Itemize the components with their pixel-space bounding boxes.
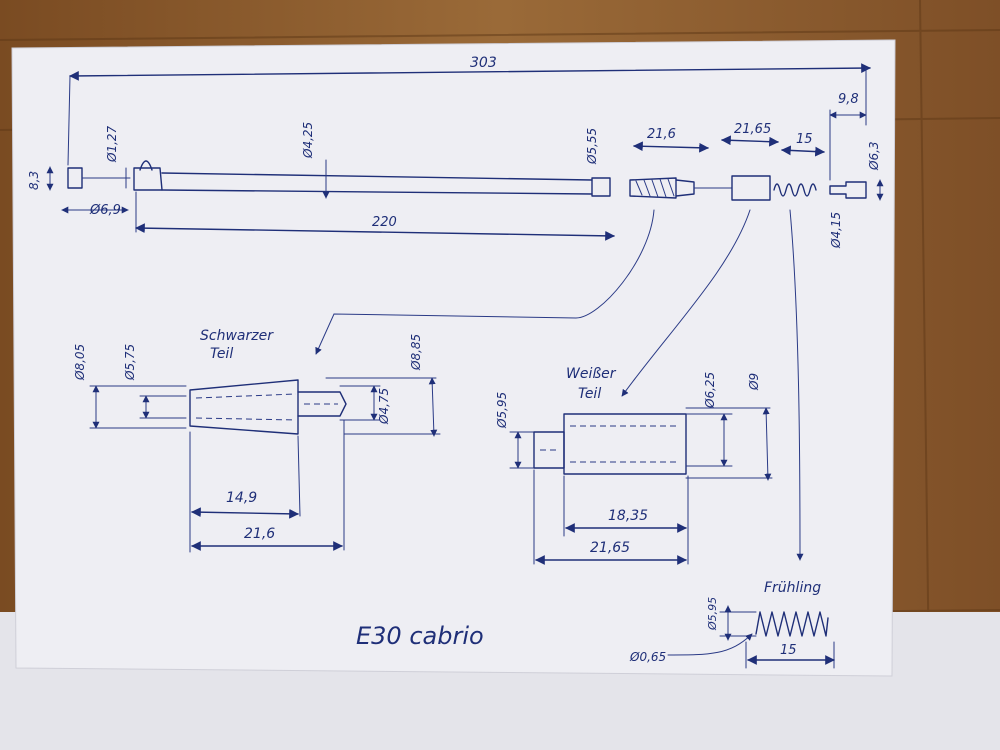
wp-dia-big-text: Ø9 [747, 373, 761, 391]
dim-spring-len-text: 15 [796, 132, 813, 147]
dim-cable-len-line [135, 223, 615, 241]
bp-len-body-line [191, 507, 299, 519]
dim-white-len-line [721, 135, 779, 147]
white-part-detail: Weißer Teil Ø5,95 Ø6,25 Ø9 18,35 21,65 [495, 366, 773, 565]
bp-hidden-bottom [195, 417, 297, 421]
dim-head-dia-text: Ø6,9 [89, 203, 121, 218]
dim-cable-dia-text: Ø4,25 [301, 122, 315, 159]
wp-len-body-text: 18,35 [608, 508, 648, 524]
dim-head-height-text: 8,3 [27, 171, 41, 190]
leader-black-part [315, 209, 655, 355]
wp-body [563, 413, 687, 475]
cable-sleeve [591, 177, 611, 197]
dim-end-small-dia-text: Ø4,15 [829, 212, 843, 249]
bp-body [189, 379, 299, 435]
dim-white-len-text: 21,65 [734, 122, 771, 137]
dim-overall-line [69, 63, 871, 81]
dim-end-dia-text: Ø6,3 [867, 141, 881, 171]
dim-end-len-text: 9,8 [838, 92, 859, 107]
leader-white-part [621, 209, 751, 397]
dim-black-len-text: 21,6 [647, 127, 676, 142]
bp-dia-right-line [428, 377, 438, 437]
dim-overall-ext-left [67, 75, 71, 166]
spring-label: Frühling [764, 580, 821, 596]
spring-wire-leader [667, 633, 753, 656]
bp-len-total-text: 21,6 [244, 526, 275, 542]
black-part-hatch [635, 178, 675, 198]
white-part-label-2: Teil [578, 386, 601, 402]
end-piece [829, 181, 867, 199]
black-part-label-2: Teil [210, 346, 233, 362]
white-part-label-1: Weißer [566, 366, 617, 382]
bp-dia-inner-text: Ø5,75 [123, 344, 137, 381]
dim-spring-len-line [781, 145, 825, 157]
cable-sheath-bottom [161, 189, 593, 195]
wp-dia-mid-text: Ø6,25 [703, 372, 717, 409]
wp-dia-big-line [762, 407, 772, 481]
bp-tip [297, 391, 347, 417]
spring-zigzag [755, 611, 829, 637]
black-part-top [629, 177, 677, 199]
bp-dia-tip-text: Ø4,75 [377, 388, 391, 425]
white-part-top [731, 175, 771, 201]
bp-len-ext-mid [297, 435, 301, 517]
bp-len-body-text: 14,9 [226, 490, 257, 506]
spring-top [773, 183, 817, 197]
dim-cable-len-text: 220 [372, 215, 397, 230]
spring-outer-dia-text: Ø5,95 [706, 597, 719, 631]
bp-dia-outer-text: Ø8,05 [73, 344, 87, 381]
leader-spring [789, 209, 804, 561]
drawing-title: E30 cabrio [356, 622, 484, 650]
spring-detail: Frühling Ø5,95 Ø0,65 15 [629, 580, 835, 669]
cable-sheath-top [161, 172, 593, 181]
wp-len-total-text: 21,65 [590, 540, 630, 556]
dim-overall-text: 303 [470, 55, 497, 71]
bp-dia-right-text: Ø8,85 [409, 334, 423, 371]
bp-hidden-top [195, 393, 297, 399]
black-part-label-1: Schwarzer [200, 328, 274, 344]
dim-sleeve-dia-text: Ø5,55 [585, 128, 599, 165]
dim-wire-dia-text: Ø1,27 [105, 125, 119, 163]
spring-wire-dia-text: Ø0,65 [629, 650, 666, 664]
black-part-detail: Schwarzer Teil Ø8,05 Ø5,75 Ø4,75 Ø8,85 1… [73, 328, 441, 553]
spring-len-text: 15 [780, 643, 797, 658]
wp-dia-small-text: Ø5,95 [495, 392, 509, 429]
top-overview: 303 8,3 Ø6,9 Ø1,27 Ø4,25 220 Ø5,55 21,6 [27, 55, 884, 561]
dim-black-len-line [633, 141, 709, 153]
